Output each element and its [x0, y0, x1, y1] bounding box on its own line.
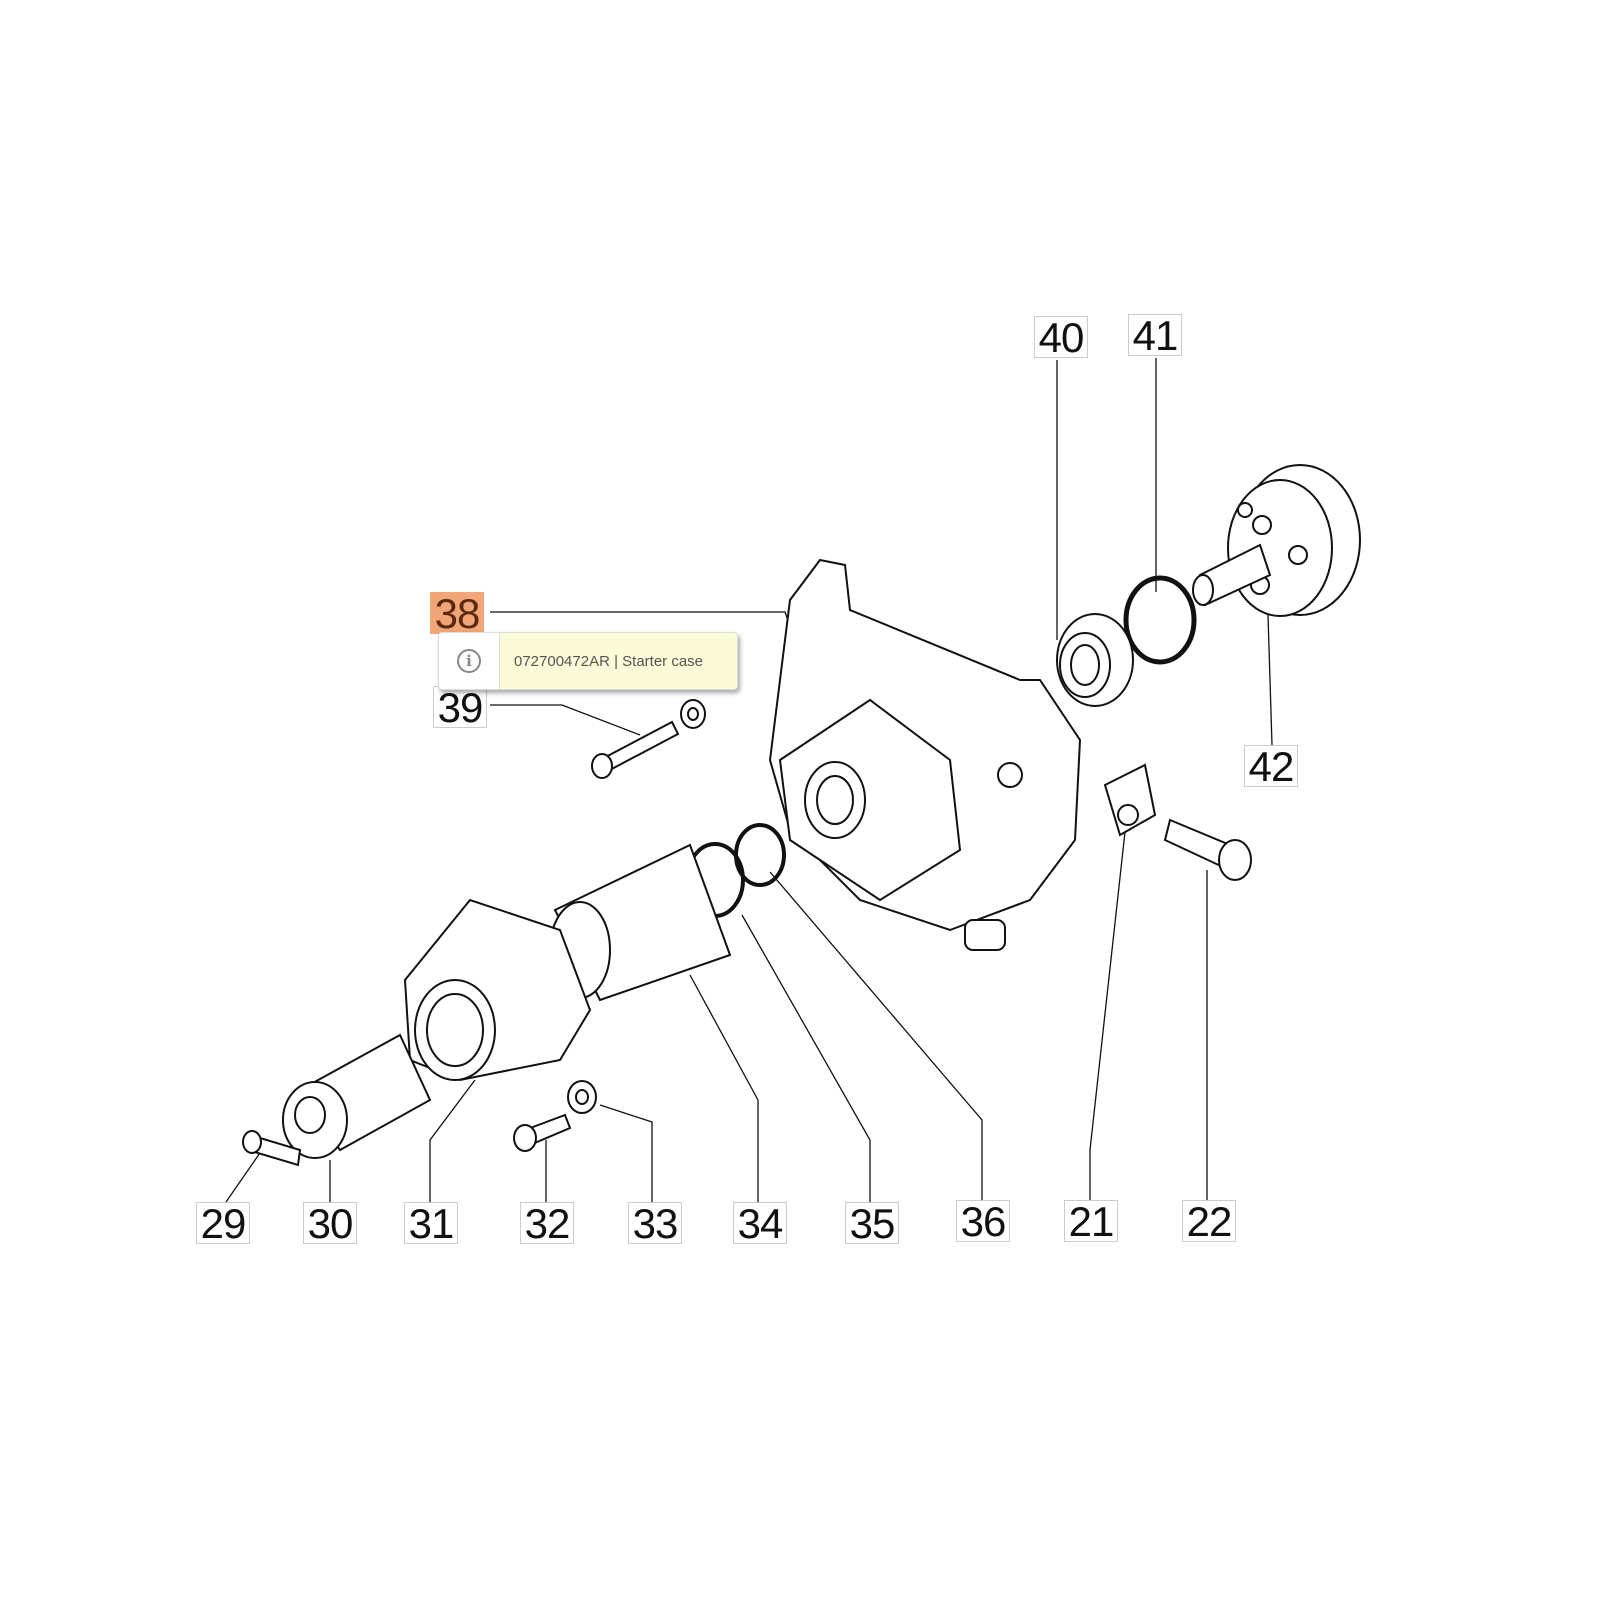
info-icon: i — [457, 649, 481, 673]
callout-39[interactable]: 39 — [433, 686, 487, 729]
callout-33[interactable]: 33 — [628, 1202, 682, 1245]
callout-38[interactable]: 38 — [430, 592, 484, 635]
callout-41[interactable]: 41 — [1128, 314, 1182, 357]
callout-32[interactable]: 32 — [520, 1202, 574, 1245]
callout-36[interactable]: 36 — [956, 1200, 1010, 1243]
callout-35[interactable]: 35 — [845, 1202, 899, 1245]
info-icon-box: i — [439, 633, 500, 689]
callout-30[interactable]: 30 — [303, 1202, 357, 1245]
part-screw-32 — [513, 1113, 572, 1152]
callout-21[interactable]: 21 — [1064, 1200, 1118, 1243]
part-plate — [1103, 763, 1157, 837]
callout-29[interactable]: 29 — [196, 1202, 250, 1245]
part-gear-housing — [403, 898, 592, 1082]
part-screw-39 — [591, 699, 706, 779]
part-clamp-sleeve — [282, 1033, 432, 1159]
part-tooltip: i 072700472AR | Starter case — [438, 632, 738, 690]
part-screw-22 — [1163, 818, 1252, 881]
part-washer-33 — [567, 1080, 597, 1114]
callout-22[interactable]: 22 — [1182, 1200, 1236, 1243]
callout-40[interactable]: 40 — [1034, 316, 1088, 359]
part-bearing — [1056, 613, 1134, 707]
leader-lines — [225, 358, 1273, 1203]
part-bolt-29 — [242, 1130, 302, 1167]
tooltip-text: 072700472AR | Starter case — [514, 652, 704, 670]
part-circlip — [1123, 575, 1197, 665]
callout-34[interactable]: 34 — [733, 1202, 787, 1245]
callout-42[interactable]: 42 — [1244, 745, 1298, 788]
callout-31[interactable]: 31 — [404, 1202, 458, 1245]
part-starter-case — [768, 558, 1082, 951]
part-clutch-drum — [1192, 464, 1361, 617]
